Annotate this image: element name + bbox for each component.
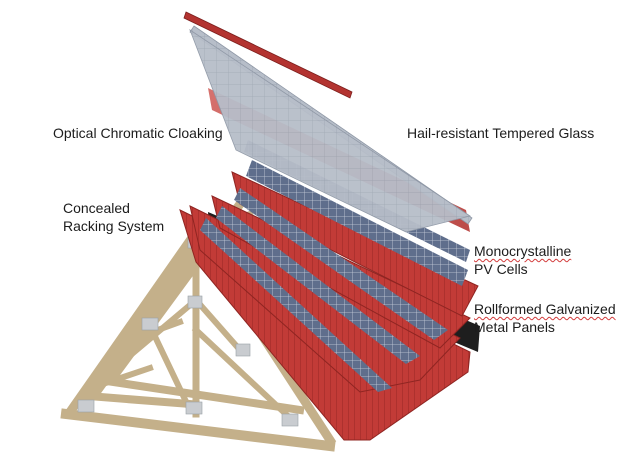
truss-bracket	[185, 401, 203, 415]
label-optical-chromatic-cloaking: Optical Chromatic Cloaking	[53, 125, 223, 141]
ridge-cap	[183, 11, 353, 99]
label-concealed-racking: Concealed Racking System	[63, 200, 165, 234]
truss-purlin	[96, 364, 154, 389]
truss-bracket	[187, 295, 203, 309]
truss-purlin	[126, 318, 184, 344]
label-monocrystalline-pv: Monocrystalline PV Cells	[474, 243, 572, 277]
truss-bottom-chord	[83, 391, 195, 409]
label-tempered-glass: Hail-resistant Tempered Glass	[407, 125, 595, 141]
truss-bracket	[281, 413, 299, 427]
label-rollformed-metal: Rollformed Galvanized Metal Panels	[474, 301, 616, 335]
truss-web	[191, 325, 295, 423]
truss-bottom-chord	[95, 375, 305, 415]
truss-web	[145, 235, 201, 331]
truss-bracket	[235, 343, 251, 357]
truss-web	[146, 322, 194, 414]
truss-bracket	[77, 399, 95, 413]
truss-bottom-chord	[60, 408, 336, 452]
tempered-glass-panel	[189, 28, 471, 233]
truss-web	[191, 295, 245, 355]
truss-bracket	[141, 317, 159, 331]
rollformed-word: Rollformed Galvanized	[474, 301, 616, 317]
truss-rafter-left	[63, 225, 203, 419]
